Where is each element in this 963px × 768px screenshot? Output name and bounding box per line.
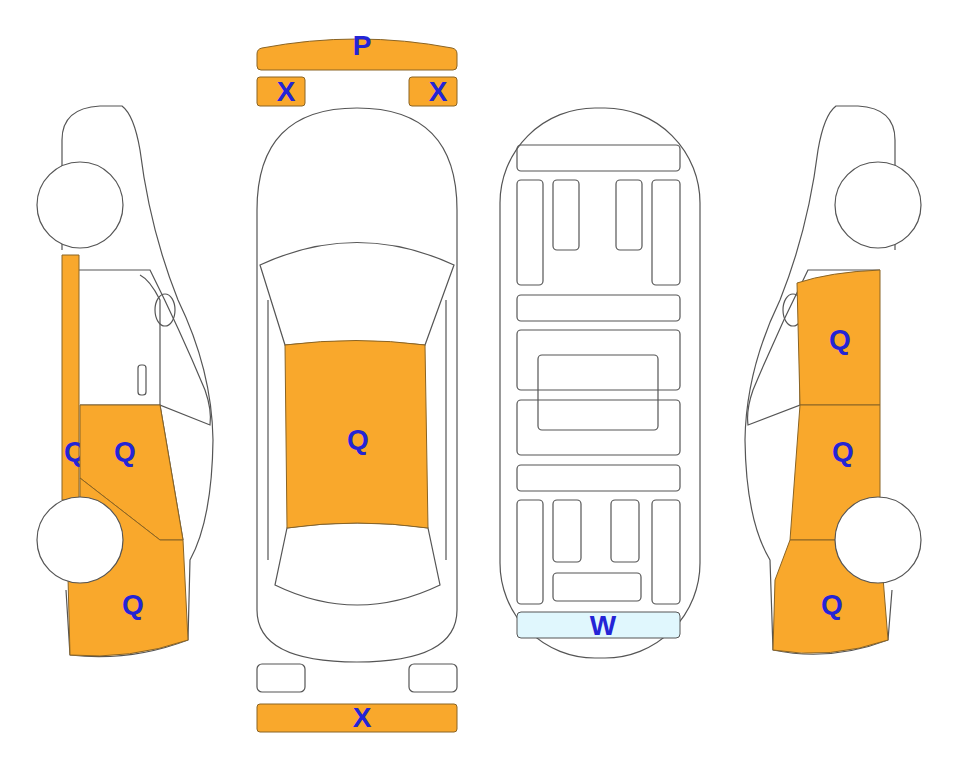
damage-code: X [277,78,296,106]
damage-code: P [353,32,372,60]
damaged-panel: X [257,77,305,106]
top-view-rear-window [275,523,440,605]
rear-light [409,664,457,692]
panel-fill [409,77,457,106]
damaged-panel: Q [795,270,880,405]
damage-code: Q [829,326,851,354]
panel-shape [70,478,188,660]
panel-fill [257,77,305,106]
underside-body [500,108,700,658]
damaged-panel: Q [62,255,80,500]
damage-code: Q [347,426,369,454]
damaged-panel: Q [285,338,428,528]
damage-code: Q [832,438,854,466]
panel-fill [797,270,880,405]
top-view-body [257,108,457,662]
wheel [37,497,123,583]
top-view-windshield [260,243,454,346]
panel-fill [285,341,428,529]
damaged-panel: X [409,77,457,106]
wheel [835,497,921,583]
damaged-panel: Q [70,478,188,660]
underside-panels [517,145,680,604]
right-side-window [748,270,880,425]
top-view-side-lines [268,300,446,560]
damage-code: X [353,704,372,732]
damage-code: Q [114,438,136,466]
left-mirror [155,294,175,326]
panel-marker-light: W [517,612,680,638]
damaged-panel: Q [773,540,888,660]
damaged-panel: P [257,33,457,71]
left-side-window [78,270,210,425]
right-front-wheel [835,162,921,248]
damage-code: W [590,612,616,640]
damage-code: Q [821,591,843,619]
damaged-panel: X [257,704,457,732]
damage-code: Q [122,591,144,619]
panel-fill [257,704,457,732]
damage-code: X [429,78,448,106]
left-door-handle [138,365,146,395]
rear-light [257,664,305,692]
left-front-wheel [37,162,123,248]
